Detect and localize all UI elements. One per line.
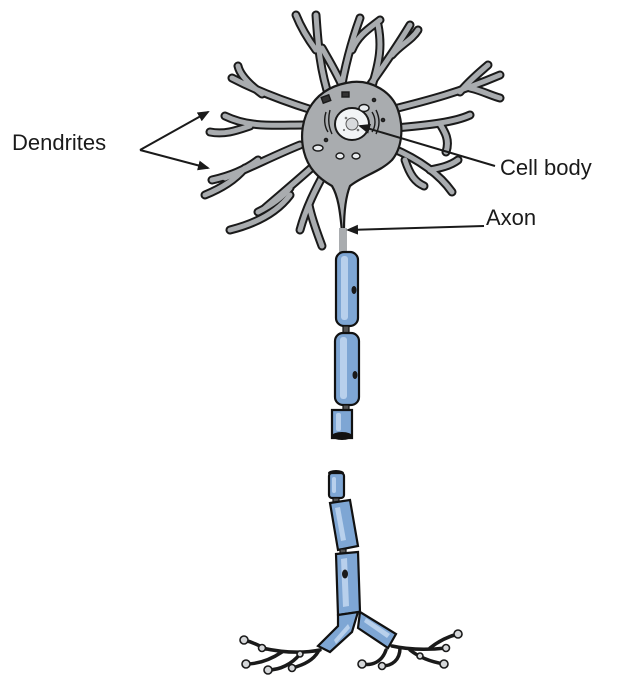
cell-body-label: Cell body (500, 155, 592, 180)
axon-label: Axon (486, 205, 536, 230)
dendrites-label: Dendrites (12, 130, 106, 155)
axon-lower (318, 470, 396, 652)
myelin-sheath-upper (332, 252, 359, 440)
axon-terminals (240, 630, 462, 674)
dendrites-callout: Dendrites (12, 112, 208, 168)
dendrites-pointer-upper (140, 112, 208, 150)
axon-callout: Axon (348, 205, 536, 230)
axon-upper (332, 228, 359, 440)
myelin-sheath-lower (328, 470, 360, 615)
axon-pointer (348, 226, 484, 230)
cell-body (302, 82, 401, 232)
dendrites-pointer-lower (140, 150, 208, 168)
